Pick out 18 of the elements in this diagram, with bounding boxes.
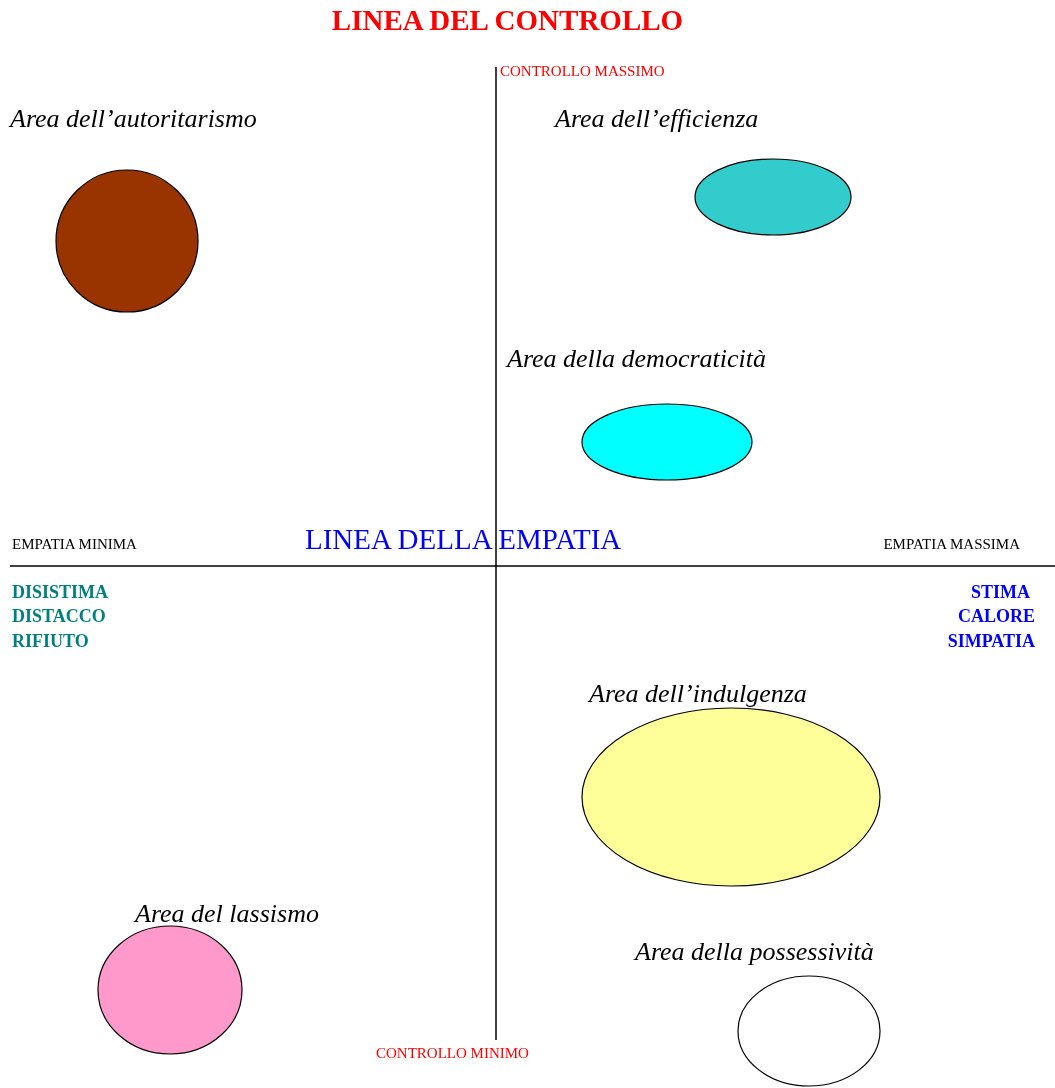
area-heading: Area della democraticità xyxy=(507,344,766,374)
axis-end-label: EMPATIA MINIMA xyxy=(12,536,137,553)
quality-label: STIMA xyxy=(971,582,1030,603)
quality-label: SIMPATIA xyxy=(947,631,1035,652)
area-heading: Area del lassismo xyxy=(135,899,319,929)
quality-label: DISTACCO xyxy=(12,606,106,627)
axis-end-label: CONTROLLO MASSIMO xyxy=(500,63,665,80)
area-heading: Area dell’autoritarismo xyxy=(10,104,257,134)
axis-end-label: EMPATIA MASSIMA xyxy=(883,536,1020,553)
quality-label: DISISTIMA xyxy=(12,582,109,603)
diagram-title: LINEA DEL CONTROLLO xyxy=(330,4,685,37)
area-heading: Area della possessività xyxy=(635,937,874,967)
axis-title: LINEA DELLA EMPATIA xyxy=(305,523,622,556)
quality-label: RIFIUTO xyxy=(12,631,89,652)
axis-end-label: CONTROLLO MINIMO xyxy=(376,1045,529,1062)
area-heading: Area dell’efficienza xyxy=(555,104,759,134)
area-heading: Area dell’indulgenza xyxy=(589,679,807,709)
quality-label: CALORE xyxy=(958,606,1035,627)
